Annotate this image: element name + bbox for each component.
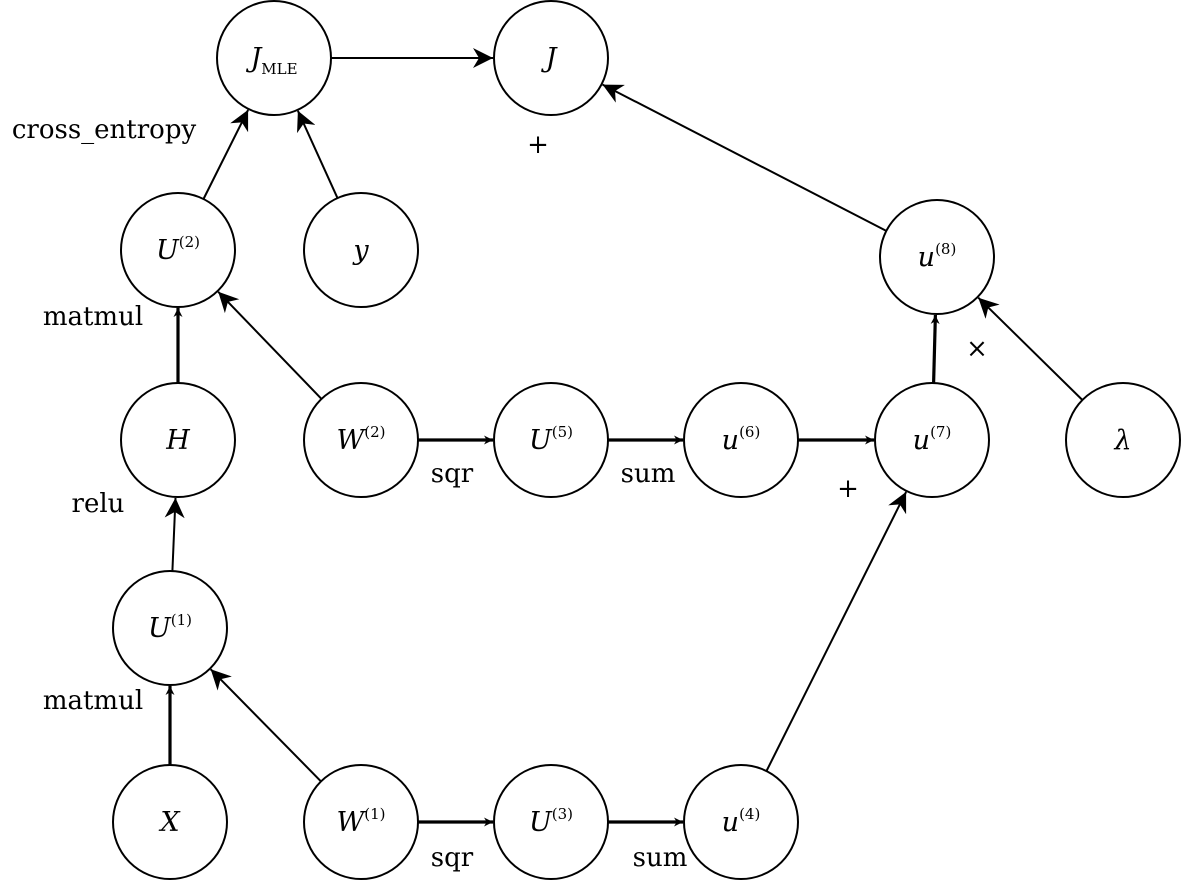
node-circle-X[interactable] <box>112 764 228 880</box>
node-circle-u6[interactable] <box>683 382 799 498</box>
node-U3[interactable]: U(3) <box>493 764 609 880</box>
node-circle-U5[interactable] <box>493 382 609 498</box>
op-label-cross-entropy: cross_entropy <box>12 115 197 145</box>
node-label-u8: u(8) <box>918 240 957 273</box>
op-label-times: × <box>966 334 988 364</box>
node-circle-W1[interactable] <box>303 764 419 880</box>
op-label-plus-j: + <box>527 130 549 160</box>
node-superscript-u7: (7) <box>930 423 951 441</box>
node-base-u4: u <box>722 807 739 838</box>
node-label-JMLE: JMLE <box>245 43 297 78</box>
node-U5[interactable]: U(5) <box>493 382 609 498</box>
op-label-sum-top: sum <box>621 459 676 489</box>
edge-y-to-JMLE <box>296 110 339 199</box>
node-base-u8: u <box>918 242 935 273</box>
node-W1[interactable]: W(1) <box>303 764 419 880</box>
node-circle-U2[interactable] <box>120 192 236 308</box>
node-circle-y[interactable] <box>303 192 419 308</box>
node-u6[interactable]: u(6) <box>683 382 799 498</box>
node-lambda[interactable]: λ <box>1065 382 1181 498</box>
edge-W2-to-U2 <box>217 291 323 400</box>
node-superscript-U5: (5) <box>552 423 573 441</box>
node-label-J: J <box>541 43 559 74</box>
node-base-W2: W <box>336 425 366 456</box>
node-superscript-u6: (6) <box>739 423 760 441</box>
node-circle-U3[interactable] <box>493 764 609 880</box>
op-label-sqr-bottom: sqr <box>431 843 474 873</box>
node-base-U3: U <box>529 807 553 838</box>
node-circle-W2[interactable] <box>303 382 419 498</box>
node-base-U5: U <box>529 425 553 456</box>
edge-u4-to-u7 <box>765 491 907 772</box>
edge-u8-to-J <box>602 83 887 232</box>
node-label-W1: W(1) <box>336 805 385 838</box>
node-U1[interactable]: U(1) <box>112 570 228 686</box>
node-base-H: H <box>165 425 190 456</box>
node-label-u7: u(7) <box>913 423 952 456</box>
node-label-u6: u(6) <box>722 423 761 456</box>
node-circle-lambda[interactable] <box>1065 382 1181 498</box>
node-base-u6: u <box>722 425 739 456</box>
node-label-U1: U(1) <box>148 611 192 644</box>
node-label-X: X <box>158 807 181 838</box>
node-u4[interactable]: u(4) <box>683 764 799 880</box>
node-u8[interactable]: u(8) <box>879 199 995 315</box>
node-superscript-W2: (2) <box>364 423 385 441</box>
node-base-JMLE: J <box>245 43 263 74</box>
op-label-sum-bottom: sum <box>633 843 688 873</box>
node-superscript-U2: (2) <box>179 233 200 251</box>
edges-layer <box>164 48 1084 827</box>
node-superscript-u4: (4) <box>739 805 760 823</box>
node-label-U5: U(5) <box>529 423 573 456</box>
node-y[interactable]: y <box>303 192 419 308</box>
edge-U1-to-H <box>164 497 185 572</box>
operation-labels-layer: cross_entropy + matmul × relu sqr sum + matmul sq… <box>12 115 988 873</box>
node-circle-J[interactable] <box>493 0 609 116</box>
op-label-matmul-top: matmul <box>43 302 143 332</box>
node-circle-H[interactable] <box>120 382 236 498</box>
node-label-u4: u(4) <box>722 805 761 838</box>
node-U2[interactable]: U(2) <box>120 192 236 308</box>
node-base-X: X <box>158 807 181 838</box>
node-superscript-U3: (3) <box>552 805 573 823</box>
op-label-sqr-top: sqr <box>431 459 474 489</box>
op-label-relu: relu <box>72 489 125 519</box>
node-subscript-JMLE: MLE <box>261 60 297 78</box>
node-base-y: y <box>352 235 369 266</box>
node-superscript-W1: (1) <box>364 805 385 823</box>
node-circle-U1[interactable] <box>112 570 228 686</box>
node-J[interactable]: J <box>493 0 609 116</box>
op-label-plus-u7: + <box>837 474 859 504</box>
node-base-W1: W <box>336 807 366 838</box>
node-circle-u7[interactable] <box>874 382 990 498</box>
node-label-W2: W(2) <box>336 423 385 456</box>
node-base-U1: U <box>148 613 172 644</box>
edge-W1-to-U1 <box>209 668 322 783</box>
node-superscript-u8: (8) <box>935 240 956 258</box>
node-base-lambda: λ <box>1113 425 1131 456</box>
edge-U2-to-JMLE <box>202 109 249 200</box>
node-label-U2: U(2) <box>156 233 200 266</box>
node-X[interactable]: X <box>112 764 228 880</box>
node-u7[interactable]: u(7) <box>874 382 990 498</box>
node-label-lambda: λ <box>1113 425 1131 456</box>
node-W2[interactable]: W(2) <box>303 382 419 498</box>
node-JMLE[interactable]: JMLE <box>216 0 332 116</box>
node-superscript-U1: (1) <box>171 611 192 629</box>
node-label-y: y <box>352 235 369 266</box>
node-base-u7: u <box>913 425 930 456</box>
node-label-H: H <box>165 425 190 456</box>
node-base-J: J <box>541 43 559 74</box>
node-circle-u4[interactable] <box>683 764 799 880</box>
node-circle-JMLE[interactable] <box>216 0 332 116</box>
edge-u7-to-u8 <box>930 314 940 384</box>
edge-lambda-to-u8 <box>977 296 1084 401</box>
node-label-U3: U(3) <box>529 805 573 838</box>
node-H[interactable]: H <box>120 382 236 498</box>
node-base-U2: U <box>156 235 180 266</box>
op-label-matmul-bottom: matmul <box>43 686 143 716</box>
node-circle-u8[interactable] <box>879 199 995 315</box>
